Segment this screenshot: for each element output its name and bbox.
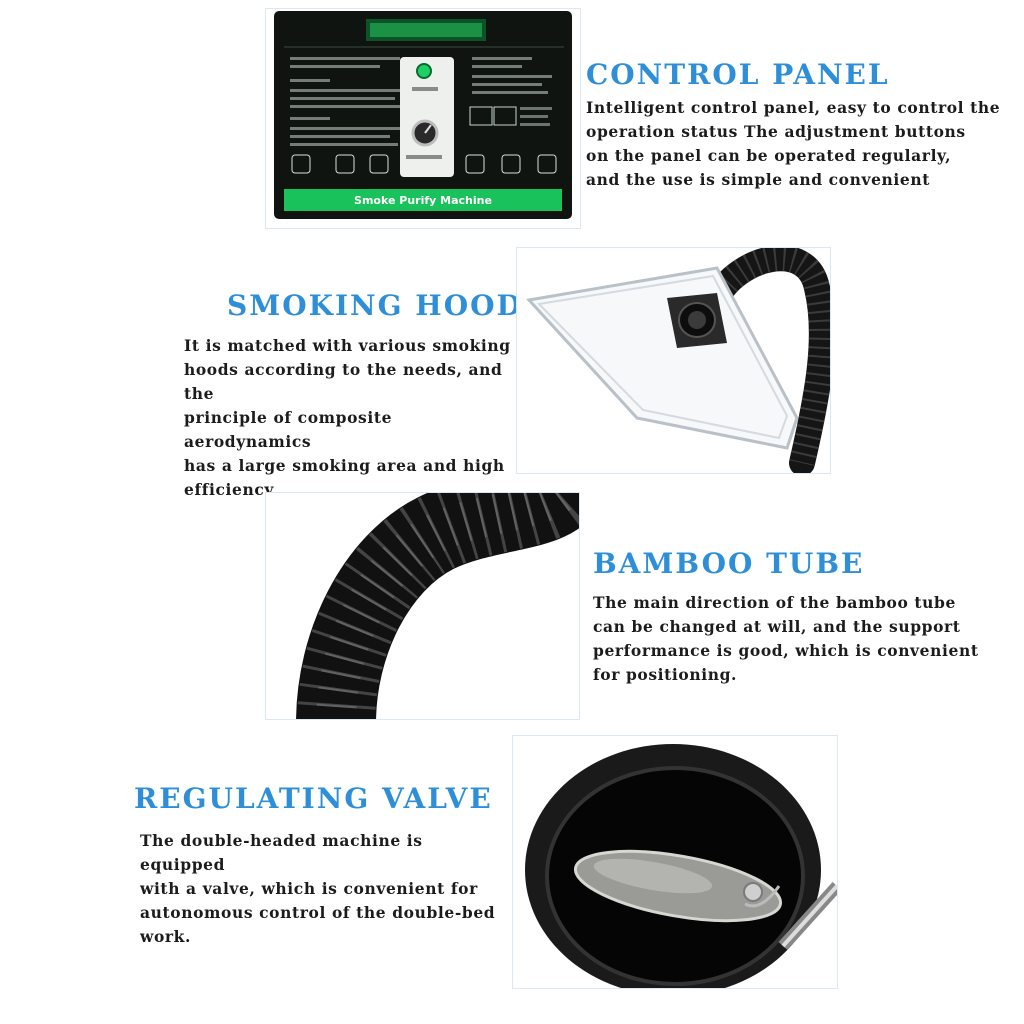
panel-label-text: Smoke Purify Machine [354,194,492,207]
regulating-valve-heading: REGULATING VALVE [134,782,493,815]
desc-line: for positioning. [593,665,738,684]
desc-line: work. [140,927,191,946]
regulating-valve-image [512,735,838,989]
desc-line: Intelligent control panel, easy to contr… [586,98,1001,117]
control-panel-heading: CONTROL PANEL [586,58,890,91]
smoking-hood-image [516,247,831,474]
desc-line: The main direction of the bamboo tube [593,593,956,612]
smoking-hood-heading: SMOKING HOOD [227,289,523,322]
regulating-valve-description: The double-headed machine is equipped wi… [140,829,500,949]
desc-line: autonomous control of the double-bed [140,903,496,922]
smoking-hood-description: It is matched with various smoking hoods… [184,334,514,502]
desc-line: performance is good, which is convenient [593,641,979,660]
bamboo-tube-heading: BAMBOO TUBE [593,547,865,580]
desc-line: has a large smoking area and high [184,456,505,475]
desc-line: with a valve, which is convenient for [140,879,478,898]
desc-line: hoods according to the needs, and the [184,360,503,403]
control-panel-description: Intelligent control panel, easy to contr… [586,96,1006,192]
control-panel-image: Smoke Purify Machine [265,8,581,229]
desc-line: principle of composite aerodynamics [184,408,393,451]
desc-line: efficiency. [184,480,279,499]
bamboo-tube-description: The main direction of the bamboo tube ca… [593,591,1003,687]
bamboo-tube-image [265,492,580,720]
desc-line: can be changed at will, and the support [593,617,961,636]
desc-line: It is matched with various smoking [184,336,511,355]
desc-line: The double-headed machine is equipped [140,831,423,874]
desc-line: operation status The adjustment buttons [586,122,966,141]
desc-line: on the panel can be operated regularly, [586,146,952,165]
desc-line: and the use is simple and convenient [586,170,931,189]
